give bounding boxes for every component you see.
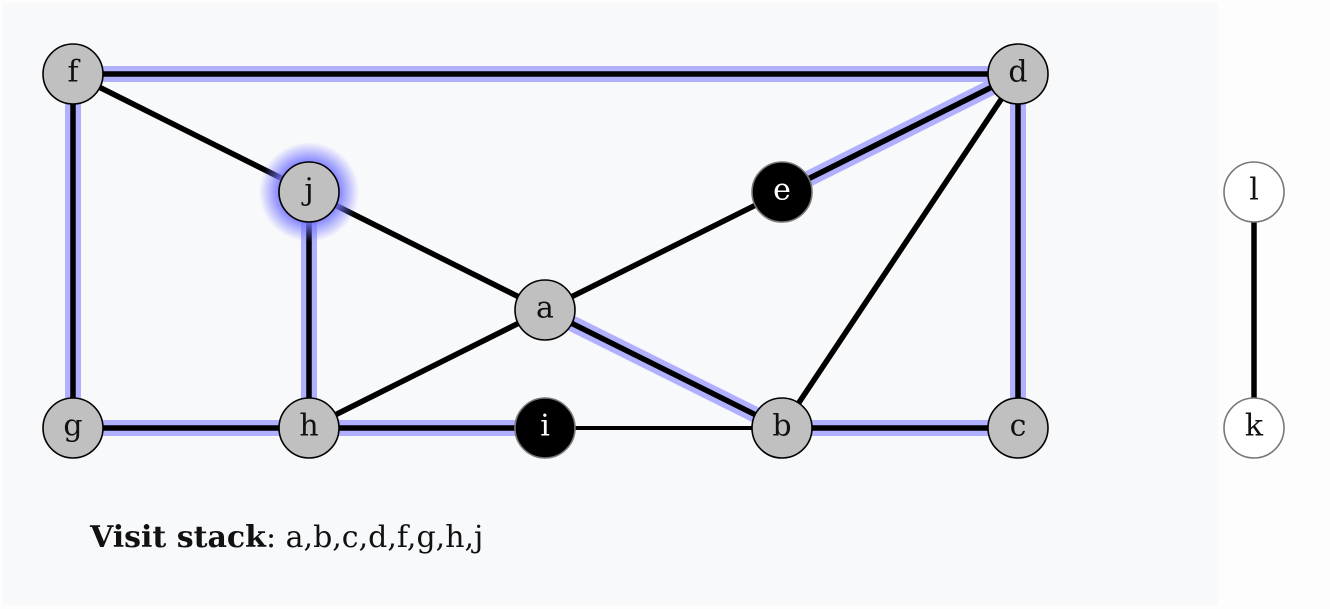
node-label: i (540, 409, 550, 444)
node-circle (1223, 161, 1285, 223)
edge-a-e (543, 189, 784, 313)
node-circle (42, 43, 104, 105)
node-c: c (987, 397, 1049, 459)
node-label: l (1249, 173, 1259, 208)
node-label: d (1008, 55, 1027, 90)
caption-separator: : (265, 520, 286, 555)
node-circle (278, 397, 340, 459)
node-f: f (42, 43, 104, 105)
visit-stack-label: Visit stack (90, 520, 266, 555)
node-b: b (751, 397, 813, 459)
node-l: l (1223, 161, 1285, 223)
edge-d-e (780, 71, 1020, 195)
node-circle (42, 397, 104, 459)
node-circle (987, 397, 1049, 459)
visit-stack-value: a,b,c,d,f,g,h,j (285, 520, 484, 555)
node-label: h (299, 409, 318, 444)
node-circle (751, 161, 813, 223)
node-label: c (1010, 409, 1027, 444)
node-label: e (773, 173, 791, 208)
node-circle (514, 279, 576, 341)
node-label: k (1245, 409, 1264, 444)
node-label: a (536, 291, 554, 326)
node-e: e (751, 161, 813, 223)
node-d: d (987, 43, 1049, 105)
node-circle (1223, 397, 1285, 459)
edge-a-h (307, 307, 547, 431)
node-label: f (67, 55, 80, 90)
node-a: a (514, 279, 576, 341)
node-label: b (772, 409, 791, 444)
node-j: j (259, 142, 359, 242)
node-k: k (1223, 397, 1285, 459)
node-circle (751, 397, 813, 459)
node-circle (514, 397, 576, 459)
node-i: i (514, 397, 576, 459)
node-label: g (63, 409, 82, 444)
node-label: j (301, 173, 313, 208)
node-circle (987, 43, 1049, 105)
node-circle (278, 161, 340, 223)
node-g: g (42, 397, 104, 459)
edge-d-b (779, 72, 1021, 430)
edge-a-b (543, 307, 784, 431)
visit-stack-caption: Visit stack: a,b,c,d,f,g,h,j (90, 520, 483, 555)
node-h: h (278, 397, 340, 459)
